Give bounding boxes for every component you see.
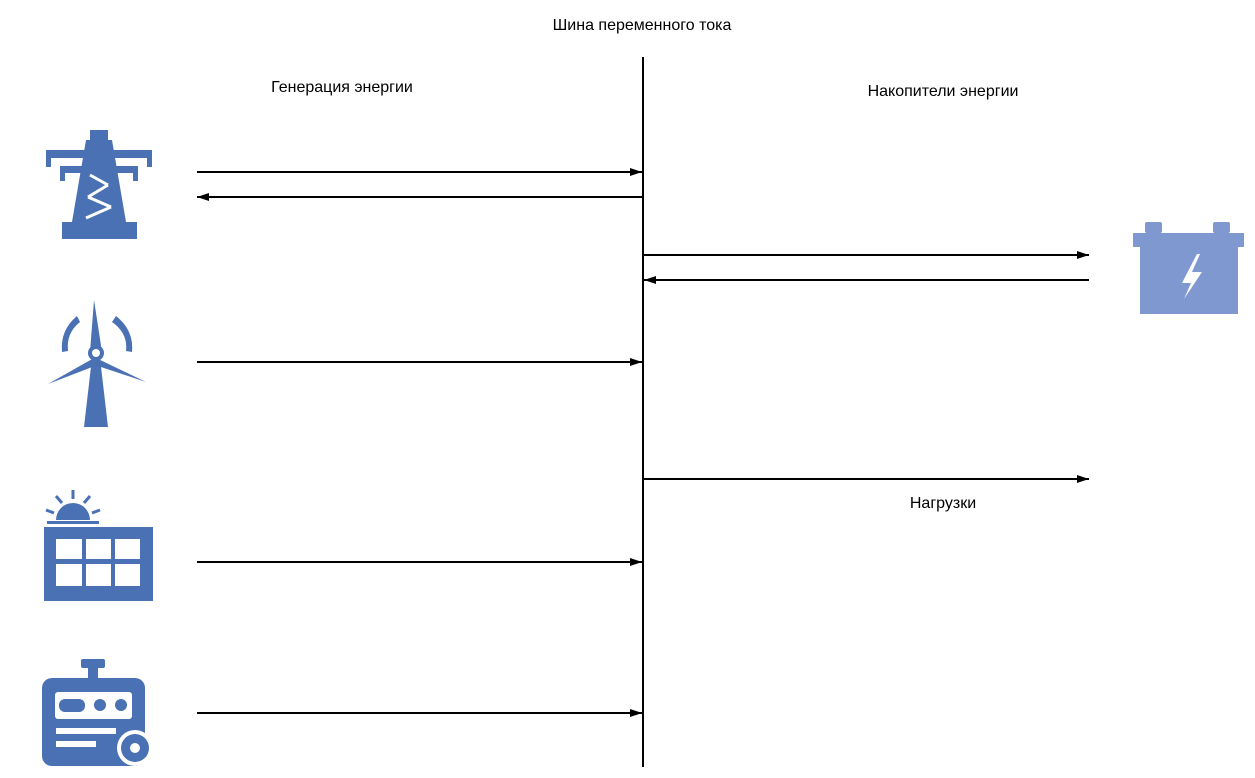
wind-turbine-icon xyxy=(48,300,146,427)
loads-label: Нагрузки xyxy=(910,495,976,512)
battery-icon xyxy=(1133,222,1244,314)
storage-label: Накопители энергии xyxy=(868,83,1019,100)
solar-panel-icon xyxy=(44,490,153,601)
power-tower-icon xyxy=(46,130,152,239)
bus-label: Шина переменного тока xyxy=(553,17,732,34)
generation-label: Генерация энергии xyxy=(271,79,413,96)
generator-icon xyxy=(42,659,153,766)
